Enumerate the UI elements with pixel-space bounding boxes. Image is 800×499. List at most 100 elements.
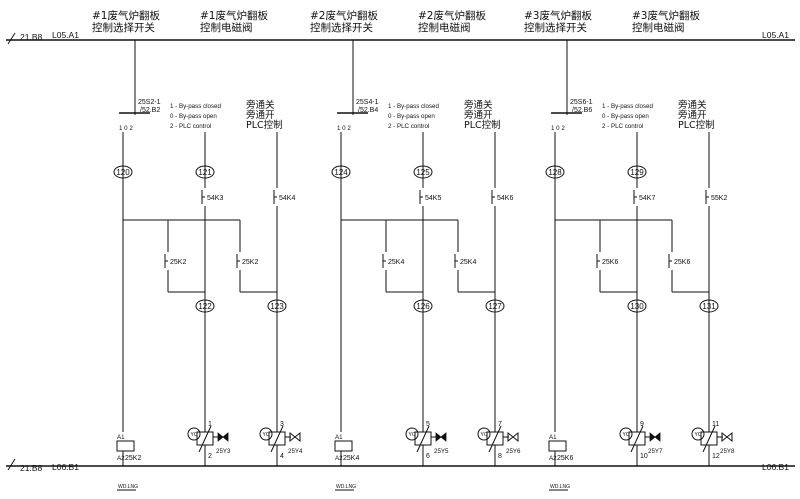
top-rail-label-right: L05.A1 xyxy=(762,30,789,40)
relay-coil xyxy=(548,440,567,452)
wire-number-b-ring xyxy=(195,165,215,179)
section-footer: WD.LNG xyxy=(550,484,570,490)
switch-positions: 1 0 2 xyxy=(551,125,565,132)
header-switch-line2: 控制选择开关 xyxy=(310,21,373,34)
wire-number-c-ring xyxy=(413,299,433,313)
valve-b-yc-marker xyxy=(691,427,705,441)
valve-a-terminal-bottom: 10 xyxy=(640,453,648,460)
mode-1-cn: 旁通开 xyxy=(678,109,707,121)
wire-number-d: 131 xyxy=(702,302,716,311)
header-valve-line2: 控制电磁阀 xyxy=(418,21,471,34)
valve-a-terminal-bottom: 2 xyxy=(208,453,212,460)
mode-0-cn: 旁通关 xyxy=(678,99,707,111)
valve-a-coil-slash xyxy=(416,425,430,453)
relay-coil xyxy=(116,440,135,452)
wire-number-d-ring xyxy=(267,299,287,313)
switch-ref: /52.B4 xyxy=(358,107,378,114)
valve-a-valve-symbol xyxy=(649,432,661,442)
top-rail-ref: 21.B8 xyxy=(20,32,42,42)
switch-tag: 25S2-1 xyxy=(138,99,161,106)
contact-top-b-label: 54K5 xyxy=(425,195,441,202)
switch-ref: /52.B2 xyxy=(140,107,160,114)
relay-name: 25K4 xyxy=(343,455,359,462)
relay-a2: A2 xyxy=(335,455,343,462)
valve-b-name: 25Y6 xyxy=(506,448,521,455)
valve-a-yc-text: YC xyxy=(191,432,198,438)
valve-a-terminal-top: 1 xyxy=(208,421,212,428)
valve-a-name: 25Y5 xyxy=(434,448,449,455)
wire-number-c: 126 xyxy=(416,302,430,311)
contact-top-c-label: 55K2 xyxy=(711,195,727,202)
contact-mid-2-label: 25K6 xyxy=(674,259,690,266)
wire-number-d: 123 xyxy=(270,302,284,311)
mode-2-code: 2 - PLC control xyxy=(170,123,211,130)
valve-a-yc-text: YC xyxy=(409,432,416,438)
relay-a2: A2 xyxy=(549,455,557,462)
valve-b-valve-symbol xyxy=(289,431,301,443)
valve-b-terminal-top: 3 xyxy=(280,421,284,428)
valve-a-yc-marker xyxy=(619,427,633,441)
relay-a1: A1 xyxy=(335,434,343,441)
wire-number-b-ring xyxy=(413,165,433,179)
valve-b-terminal-top: 11 xyxy=(712,421,719,428)
valve-b-terminal-top: 7 xyxy=(498,421,502,428)
relay-coil xyxy=(334,440,353,452)
header-switch-line1: #2废气炉翻板 xyxy=(310,9,378,22)
contact-top-c-label: 54K4 xyxy=(279,195,295,202)
wire-number-c-ring xyxy=(627,299,647,313)
valve-b-yc-text: YC xyxy=(263,432,270,438)
valve-a-yc-text: YC xyxy=(623,432,630,438)
wire-number-a-ring xyxy=(545,165,565,179)
valve-b-terminal-bottom: 12 xyxy=(712,453,720,460)
valve-b-terminal-bottom: 8 xyxy=(498,453,502,460)
wire-number-c: 122 xyxy=(198,302,212,311)
contact-top-b-label: 54K3 xyxy=(207,195,223,202)
contact-mid-2-label: 25K2 xyxy=(242,259,258,266)
valve-a-coil-slash xyxy=(630,425,644,453)
relay-a1: A1 xyxy=(549,434,557,441)
wire-number-d-ring xyxy=(699,299,719,313)
mode-0-cn: 旁通关 xyxy=(464,99,493,111)
relay-name: 25K2 xyxy=(125,455,141,462)
valve-a-yc-marker xyxy=(187,427,201,441)
wire-number-b: 125 xyxy=(416,168,430,177)
mode-2-cn: PLC控制 xyxy=(246,119,283,131)
wire-number-c-ring xyxy=(195,299,215,313)
wire-number-a-ring xyxy=(113,165,133,179)
switch-ref: /52.B6 xyxy=(572,107,592,114)
top-rail-label-left: L05.A1 xyxy=(52,30,79,40)
switch-positions: 1 0 2 xyxy=(337,125,351,132)
contact-mid-1-label: 25K6 xyxy=(602,259,618,266)
wire-number-a: 128 xyxy=(548,168,562,177)
wire-number-d-ring xyxy=(485,299,505,313)
valve-b-name: 25Y8 xyxy=(720,448,735,455)
mode-0-code: 1 - By-pass closed xyxy=(170,103,221,110)
mode-2-code: 2 - PLC control xyxy=(602,123,643,130)
wire-number-a: 124 xyxy=(334,168,348,177)
mode-0-code: 1 - By-pass closed xyxy=(388,103,439,110)
section-footer: WD.LNG xyxy=(336,484,356,490)
header-valve-line2: 控制电磁阀 xyxy=(632,21,685,34)
valve-b-yc-marker xyxy=(477,427,491,441)
valve-a-valve-symbol xyxy=(435,432,447,442)
valve-a-coil-slash xyxy=(198,425,212,453)
valve-b-valve-symbol xyxy=(507,431,519,443)
wire-number-b: 121 xyxy=(198,168,212,177)
wire-number-d: 127 xyxy=(488,302,502,311)
contact-mid-1-label: 25K2 xyxy=(170,259,186,266)
mode-1-code: 0 - By-pass open xyxy=(170,113,217,120)
relay-a2: A2 xyxy=(117,455,125,462)
mode-2-cn: PLC控制 xyxy=(464,119,501,131)
valve-a-valve-symbol xyxy=(217,432,229,442)
header-switch-line2: 控制选择开关 xyxy=(524,21,587,34)
header-valve-line1: #1废气炉翻板 xyxy=(200,9,268,22)
valve-b-coil-slash xyxy=(702,425,716,453)
valve-b-yc-text: YC xyxy=(481,432,488,438)
wire-number-b-ring xyxy=(627,165,647,179)
contact-mid-2-label: 25K4 xyxy=(460,259,476,266)
valve-b-yc-text: YC xyxy=(695,432,702,438)
contact-top-b-label: 54K7 xyxy=(639,195,655,202)
